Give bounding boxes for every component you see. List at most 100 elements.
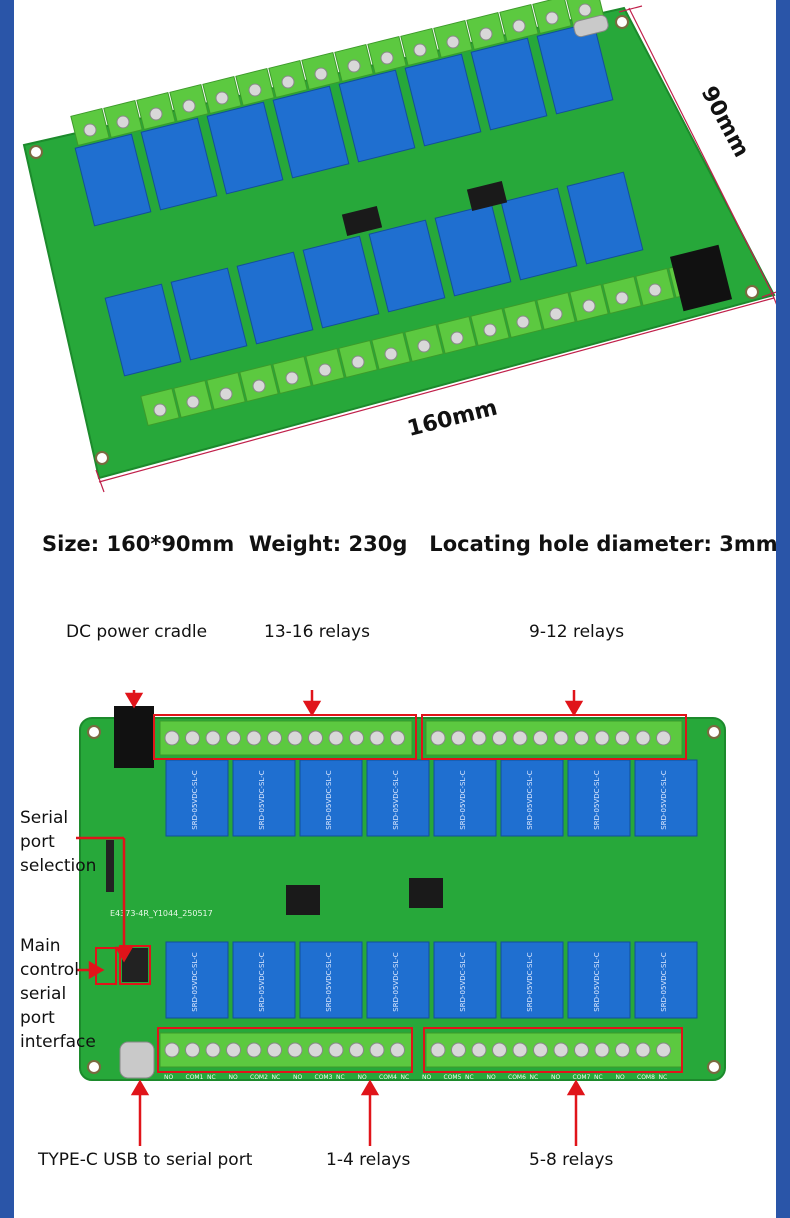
terminal-screw	[648, 283, 662, 297]
terminal-screw	[164, 730, 180, 746]
callout-type-c-usb: TYPE-C USB to serial port	[38, 1150, 253, 1170]
terminal-screw	[492, 1042, 507, 1058]
relay-row-top: SRD-05VDC-SL-C SRD-05VDC-SL-C SRD-05VDC-SL…	[165, 759, 698, 837]
relay	[272, 85, 350, 179]
usb-c-port	[573, 14, 609, 38]
terminal-screw	[615, 730, 630, 746]
terminal-screw	[451, 730, 466, 746]
terminal-screw	[471, 730, 487, 746]
terminal-screw	[533, 1042, 548, 1058]
terminal-screw	[349, 730, 364, 746]
terminal-screw	[390, 730, 405, 746]
terminal-screw	[380, 51, 394, 65]
ic-chip	[409, 878, 443, 908]
relay-row-bottom-angled	[104, 171, 644, 377]
terminal-screw	[186, 395, 200, 409]
terminal-screw	[205, 1042, 221, 1058]
terminal-label: COM7	[573, 1074, 591, 1081]
relay	[165, 941, 229, 1019]
relay	[299, 941, 363, 1019]
terminal-label: NC	[465, 1074, 474, 1081]
terminal-screw	[483, 323, 497, 337]
terminal-label: NC	[659, 1074, 668, 1081]
terminal-screw	[215, 91, 229, 105]
terminal-screw	[582, 299, 596, 313]
terminal-label: NO	[164, 1074, 173, 1081]
relay-marking: SRD-05VDC-SL-C	[459, 770, 467, 829]
terminal-label: NC	[272, 1074, 281, 1081]
terminal-screw	[252, 379, 266, 393]
terminal-screw	[594, 730, 610, 746]
terminal-screw	[281, 75, 295, 89]
relay	[232, 941, 296, 1019]
dimension-lines	[95, 5, 776, 493]
terminal-screw	[635, 1042, 651, 1058]
relays-13-16-highlight	[153, 714, 417, 760]
callout-serial-port-selection: Serial port selection	[20, 808, 97, 876]
terminal-screw	[219, 387, 233, 401]
relay	[566, 171, 644, 265]
terminal-screw	[390, 1042, 405, 1058]
dc-power-jack	[669, 244, 733, 312]
terminal-screw	[308, 1042, 323, 1058]
terminal-label: NC	[594, 1074, 603, 1081]
dc-power-jack	[114, 706, 154, 768]
relay-row-top-angled	[74, 21, 614, 227]
relay	[500, 759, 564, 837]
relay-marking: SRD-05VDC-SL-C	[459, 952, 467, 1011]
terminal-label: COM3	[315, 1074, 333, 1081]
terminal-screw	[149, 107, 163, 121]
relay-marking: SRD-05VDC-SL-C	[660, 770, 668, 829]
relay-marking: SRD-05VDC-SL-C	[526, 770, 534, 829]
terminal-screw	[328, 1042, 344, 1058]
terminal-screw	[328, 730, 344, 746]
terminal-screw	[553, 730, 569, 746]
terminal-screw	[226, 730, 241, 746]
terminal-screw	[287, 730, 303, 746]
terminal-screw	[574, 730, 589, 746]
terminal-screw	[164, 1042, 180, 1058]
pin-header	[106, 840, 114, 892]
relay	[236, 251, 314, 345]
callout-relays-1-4: 1-4 relays	[326, 1150, 411, 1170]
terminal-label: COM8	[637, 1074, 655, 1081]
relay	[338, 69, 416, 163]
board-photo-angled: 90mm 160mm	[22, 0, 776, 493]
relay-marking: SRD-05VDC-SL-C	[191, 770, 199, 829]
ic-chip	[341, 205, 383, 237]
terminal-screw	[451, 1042, 466, 1058]
relay	[302, 235, 380, 329]
terminal-screw	[308, 730, 323, 746]
terminal-label: NO	[293, 1074, 302, 1081]
terminal-screw	[318, 363, 332, 377]
terminal-screw	[205, 730, 221, 746]
terminal-screw	[347, 59, 361, 73]
board-code: E4373-4R_Y1044_250517	[110, 909, 213, 918]
relay	[299, 759, 363, 837]
relay-marking: SRD-05VDC-SL-C	[258, 770, 266, 829]
terminal-label: COM6	[508, 1074, 526, 1081]
terminal-screw	[153, 403, 167, 417]
callout-main-control-serial-port: Main control serial port interface	[20, 936, 96, 1052]
product-image-panel: 90mm 160mm Size: 160*90mm Weight: 230g L…	[14, 0, 776, 1218]
terminal-screw	[656, 1042, 671, 1058]
relay-marking: SRD-05VDC-SL-C	[593, 770, 601, 829]
terminal-screw	[615, 291, 629, 305]
relay	[368, 219, 446, 313]
relay	[404, 53, 482, 147]
terminal-screw	[430, 730, 446, 746]
terminal-screw	[615, 1042, 630, 1058]
terminal-screw	[446, 35, 460, 49]
board-photo-topdown: SRD-05VDC-SL-C SRD-05VDC-SL-C SRD-05VDC-SL…	[76, 690, 726, 1146]
terminal-screw	[512, 1042, 528, 1058]
relays-9-12-highlight	[421, 714, 687, 760]
relay	[170, 267, 248, 361]
callout-relays-5-8: 5-8 relays	[529, 1150, 614, 1170]
terminal-label: COM5	[444, 1074, 462, 1081]
relay	[232, 759, 296, 837]
terminal-screw	[471, 1042, 487, 1058]
relays-1-4-highlight	[157, 1027, 413, 1073]
terminal-label: NO	[616, 1074, 625, 1081]
